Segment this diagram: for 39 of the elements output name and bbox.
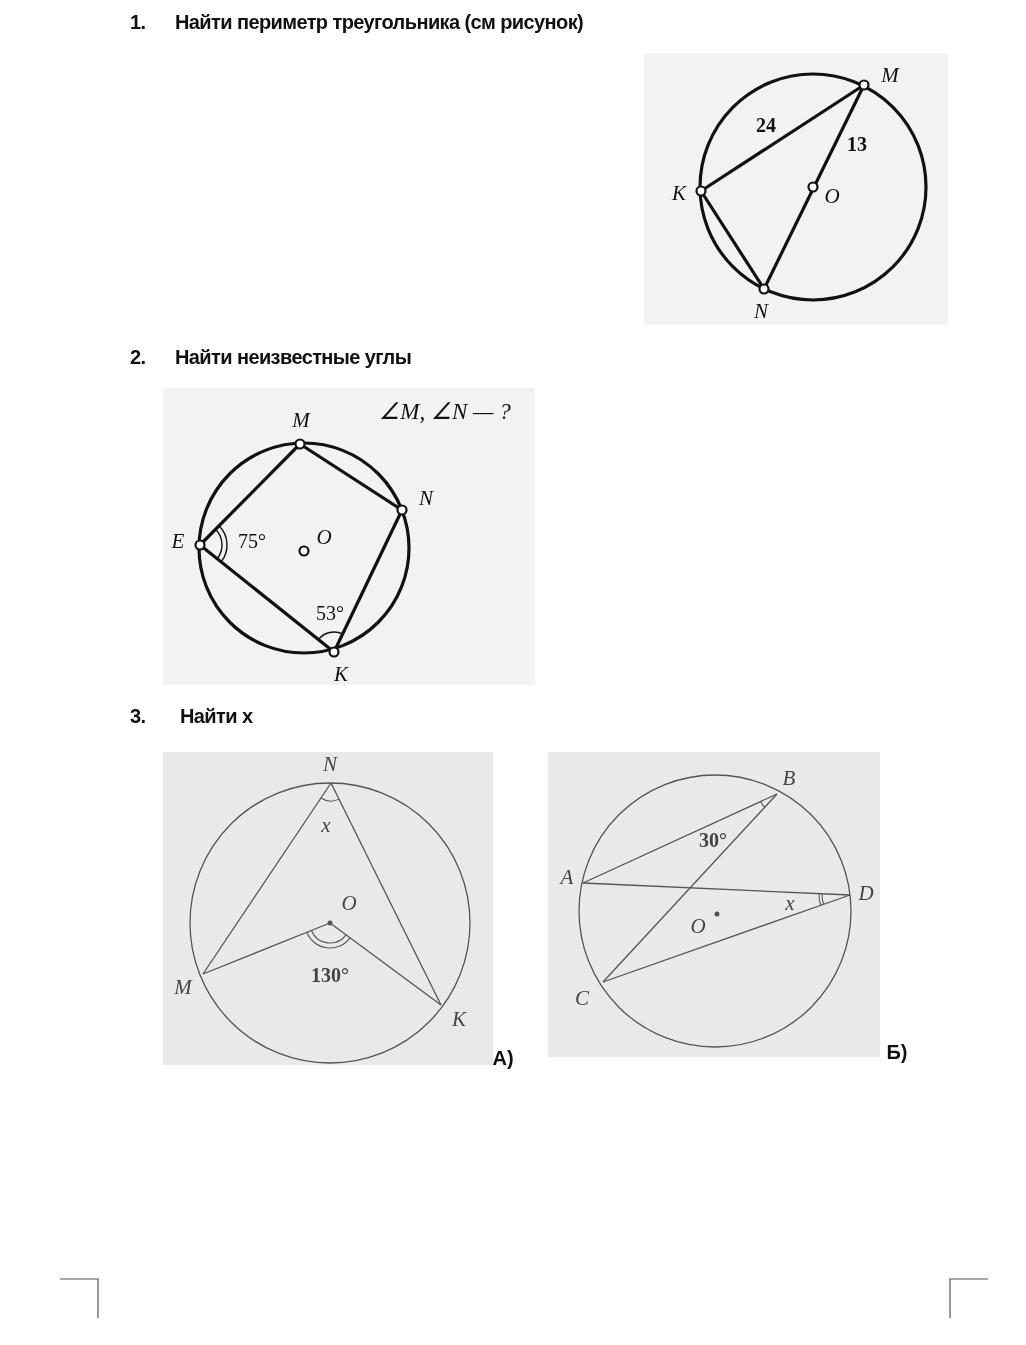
point-label: M xyxy=(292,409,310,431)
point-label: K xyxy=(334,663,348,685)
angle-label: 130° xyxy=(311,965,349,985)
point-label: N xyxy=(323,753,337,775)
point-label: O xyxy=(690,915,706,937)
figure-panel xyxy=(644,53,948,325)
length-label: 24 xyxy=(756,115,776,135)
task-text: Найти x xyxy=(180,704,253,728)
point-label: O xyxy=(341,892,357,914)
angle-label: 30° xyxy=(699,830,727,850)
task-number: 3. xyxy=(130,704,146,728)
point-label: M xyxy=(881,64,899,86)
angle-label: x xyxy=(785,892,795,914)
point-label: O xyxy=(824,185,840,207)
figure-panel xyxy=(163,388,535,685)
point-label: O xyxy=(316,526,332,548)
subfigure-label: А) xyxy=(492,1046,514,1070)
figure-panel xyxy=(548,752,880,1057)
angle-label: x xyxy=(321,814,331,836)
point-label: D xyxy=(858,882,874,904)
point-label: K xyxy=(672,182,686,204)
point-label: N xyxy=(419,487,433,509)
point-label: K xyxy=(452,1008,466,1030)
figure-panel xyxy=(163,752,493,1065)
task-text: Найти неизвестные углы xyxy=(175,345,412,369)
point-label: C xyxy=(575,987,589,1009)
point-label: N xyxy=(754,300,768,322)
task-number: 2. xyxy=(130,345,146,369)
length-label: 13 xyxy=(847,134,867,154)
point-label: M xyxy=(174,976,192,998)
point-label: A xyxy=(560,866,574,888)
angle-label: 75° xyxy=(238,531,266,551)
angle-label: 53° xyxy=(316,603,344,623)
subfigure-label: Б) xyxy=(886,1040,908,1064)
point-label: B xyxy=(782,767,796,789)
task-text: Найти периметр треугольника (см рисунок) xyxy=(175,10,584,34)
point-label: E xyxy=(171,530,185,552)
task-number: 1. xyxy=(130,10,146,34)
question-text: ∠M, ∠N — ? xyxy=(379,399,511,423)
